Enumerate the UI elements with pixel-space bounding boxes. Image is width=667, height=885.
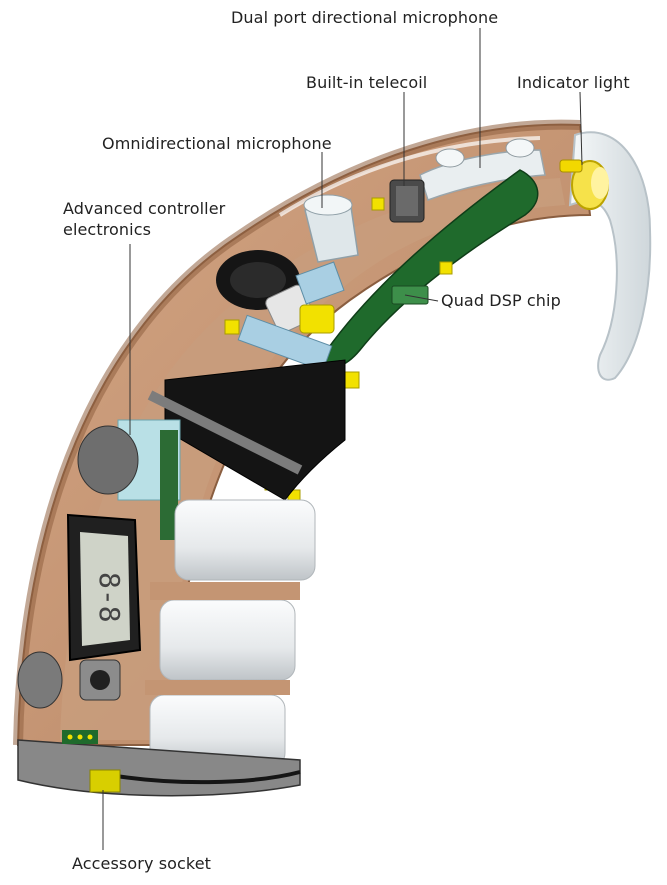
label-controller-line1: Advanced controller: [63, 199, 226, 218]
shell-outer-rim: [13, 119, 581, 746]
label-telecoil: Built-in telecoil: [306, 73, 428, 92]
leader-lines: [102, 28, 583, 850]
battery-stack: [145, 499, 316, 768]
base-seal: [109, 770, 301, 785]
svg-text:8-8: 8-8: [93, 572, 126, 623]
bottom-button: [17, 651, 63, 709]
label-indicator-light: Indicator light: [517, 73, 630, 92]
accessory-socket: [62, 659, 121, 793]
label-accessory-socket: Accessory socket: [72, 854, 212, 873]
leader-dsp: [404, 294, 439, 302]
label-controller-line2: electronics: [63, 220, 152, 239]
label-controller-electronics: Advanced controller electronics: [63, 198, 225, 240]
side-button: [77, 425, 139, 495]
label-omni-microphone: Omnidirectional microphone: [102, 134, 332, 153]
battery-door-rim: [147, 390, 303, 475]
indicator-light: [559, 159, 609, 210]
dsp-chip: [391, 285, 429, 305]
telecoil: [389, 179, 425, 223]
label-dsp-chip: Quad DSP chip: [441, 291, 561, 310]
leader-indicator: [579, 91, 583, 166]
lcd-display: 8-8: [66, 513, 142, 662]
dual-port-microphone: [419, 138, 546, 201]
main-circuit-board: [319, 169, 539, 368]
label-dual-port-microphone: Dual port directional microphone: [231, 8, 499, 27]
omni-microphone: [303, 194, 359, 263]
shell-groove: [278, 136, 541, 217]
